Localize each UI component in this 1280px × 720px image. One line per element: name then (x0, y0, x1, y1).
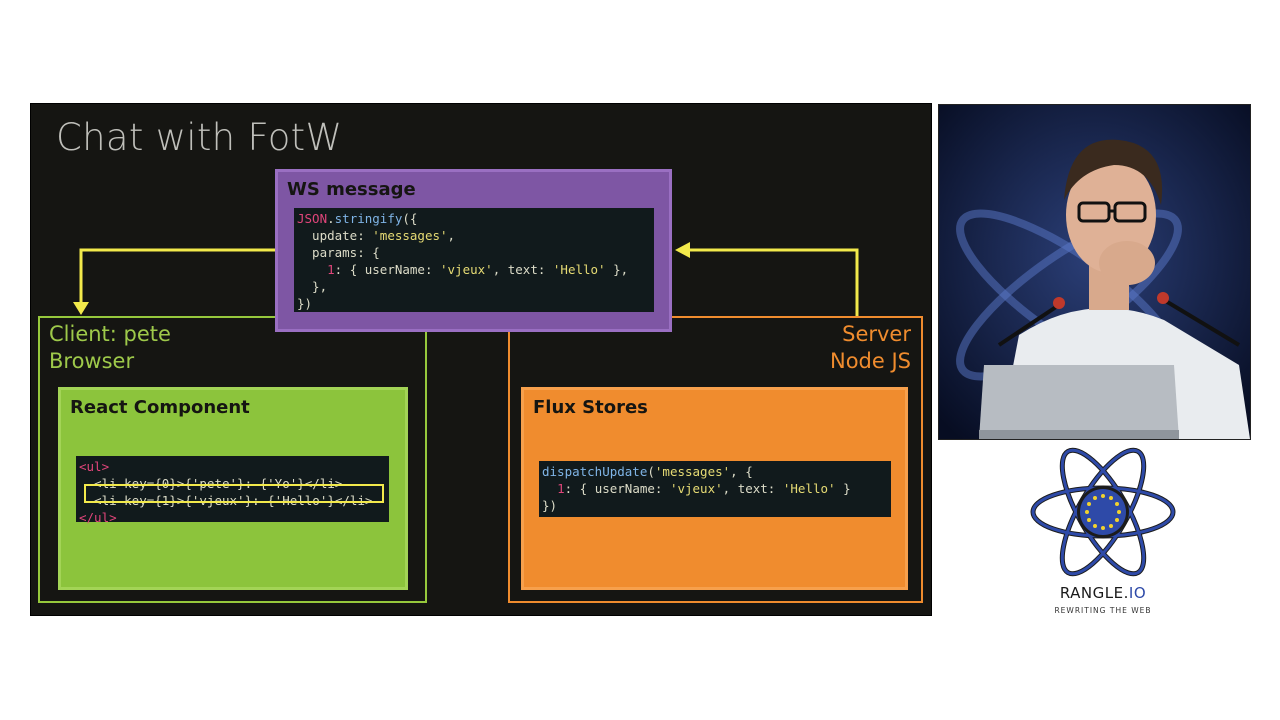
logo-subtitle: REWRITING THE WEB (1054, 606, 1152, 615)
ws-message-title: WS message (287, 179, 416, 200)
code-line: }) (542, 498, 558, 513)
speaker-video-feed (938, 104, 1251, 440)
code-line: JSON.stringify({ (297, 211, 418, 226)
react-component-code: <ul> <li key={0}>{'pete'}: {'Yo'}</li> <… (76, 456, 389, 525)
arrow-ws-to-client (79, 248, 275, 306)
ws-message-box: WS message JSON.stringify({ update: 'mes… (275, 169, 672, 332)
arrow-head-ws (675, 242, 690, 258)
code-line: }, (297, 279, 328, 294)
code-line: </ul> (79, 510, 117, 525)
data-flow-arrows (73, 242, 859, 316)
atom-eu-stars-icon (1030, 447, 1176, 577)
code-line: params: { (297, 245, 380, 260)
code-line: 1: { userName: 'vjeux', text: 'Hello' }, (327, 262, 629, 277)
code-line: dispatchUpdate('messages', { (542, 464, 753, 479)
code-line: <ul> (79, 459, 110, 474)
presentation-slide: Chat with FotW Client: pete Browser Serv… (30, 103, 932, 616)
flux-stores-title: Flux Stores (533, 397, 648, 418)
client-region: Client: pete Browser (38, 316, 427, 603)
server-region: Server Node JS (508, 316, 923, 603)
server-label: Server Node JS (830, 321, 911, 375)
client-label-line1: Client: pete (49, 322, 171, 346)
code-line: }) (297, 296, 313, 311)
arrow-head-client (73, 302, 89, 315)
code-line: <li key={0}>{'pete'}: {'Yo'}</li> (79, 476, 343, 491)
arrow-server-to-ws (686, 248, 859, 316)
highlighted-new-message (84, 484, 384, 503)
code-line: <li key={1}>{'vjeux'}: {'Hello'}</li> (79, 493, 373, 508)
client-label-line2: Browser (49, 349, 135, 373)
server-label-line2: Node JS (829, 349, 911, 373)
logo-wordmark: RANGLE.IO (1030, 584, 1176, 602)
code-line: update: 'messages', (297, 228, 456, 243)
client-label: Client: pete Browser (49, 321, 171, 375)
react-component-title: React Component (70, 397, 250, 418)
logo-wordmark-main: RANGLE. (1059, 584, 1129, 602)
code-line: 1: { userName: 'vjeux', text: 'Hello' } (557, 481, 851, 496)
rangle-logo: RANGLE.IO REWRITING THE WEB (1030, 446, 1176, 626)
logo-wordmark-accent: IO (1128, 584, 1147, 602)
flux-stores-code: dispatchUpdate('messages', { 1: { userNa… (539, 461, 891, 517)
server-label-line1: Server (842, 322, 911, 346)
react-component-box: React Component <ul> <li key={0}>{'pete'… (58, 387, 408, 590)
speaker-video-icon (939, 105, 1250, 439)
ws-message-code: JSON.stringify({ update: 'messages', par… (294, 208, 654, 312)
flux-stores-box: Flux Stores dispatchUpdate('messages', {… (521, 387, 908, 590)
slide-title: Chat with FotW (56, 116, 343, 159)
